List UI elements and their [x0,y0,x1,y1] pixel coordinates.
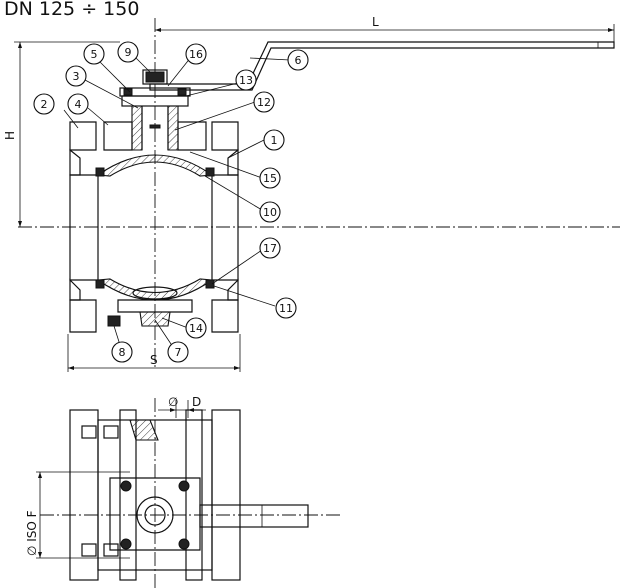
callout-2: 2 [33,93,55,115]
svg-text:6: 6 [295,54,302,67]
callout-12: 12 [253,91,275,113]
dimension-iso-f: ∅ ISO F [25,471,130,559]
callout-17: 17 [259,237,281,259]
callout-4: 4 [67,93,89,115]
callout-3: 3 [65,65,87,87]
svg-text:8: 8 [119,346,126,359]
svg-text:13: 13 [239,74,253,87]
callout-14: 14 [185,317,207,339]
callout-16: 16 [185,43,207,65]
dimension-l: L [155,15,615,46]
svg-text:14: 14 [189,322,203,335]
svg-text:3: 3 [73,70,80,83]
callout-10: 10 [259,201,281,223]
top-view [40,398,340,588]
svg-text:17: 17 [263,242,277,255]
svg-text:4: 4 [75,98,82,111]
stem-assembly [103,69,207,151]
dimension-d-label: D [192,395,201,409]
svg-text:5: 5 [91,48,98,61]
dimension-h: H [3,41,120,227]
callout-5: 5 [83,43,105,65]
drawing-title: DN 125 ÷ 150 [4,0,140,20]
svg-text:7: 7 [175,346,182,359]
svg-text:2: 2 [41,98,48,111]
callout-6: 6 [287,49,309,71]
callout-15: 15 [259,167,281,189]
svg-text:11: 11 [279,302,293,315]
svg-text:16: 16 [189,48,203,61]
callout-11: 11 [275,297,297,319]
callout-9: 9 [117,41,139,63]
leader-lines [63,51,291,351]
callout-7: 7 [167,341,189,363]
callout-1: 1 [263,129,285,151]
dimension-iso-label: ∅ ISO F [25,510,39,556]
dimension-h-label: H [3,131,17,140]
svg-text:10: 10 [263,206,277,219]
dimension-d: ∅ D [158,395,206,418]
callout-8: 8 [111,341,133,363]
valve-body [69,121,239,333]
dimension-s: S [67,334,241,372]
svg-text:9: 9 [125,46,132,59]
dimension-diameter-symbol: ∅ [168,395,178,409]
dimension-l-label: L [372,15,379,29]
svg-text:15: 15 [263,172,277,185]
lever-handle [149,41,615,91]
dimension-s-label: S [150,353,158,367]
svg-text:1: 1 [271,134,278,147]
callout-13: 13 [235,69,257,91]
svg-text:12: 12 [257,96,271,109]
